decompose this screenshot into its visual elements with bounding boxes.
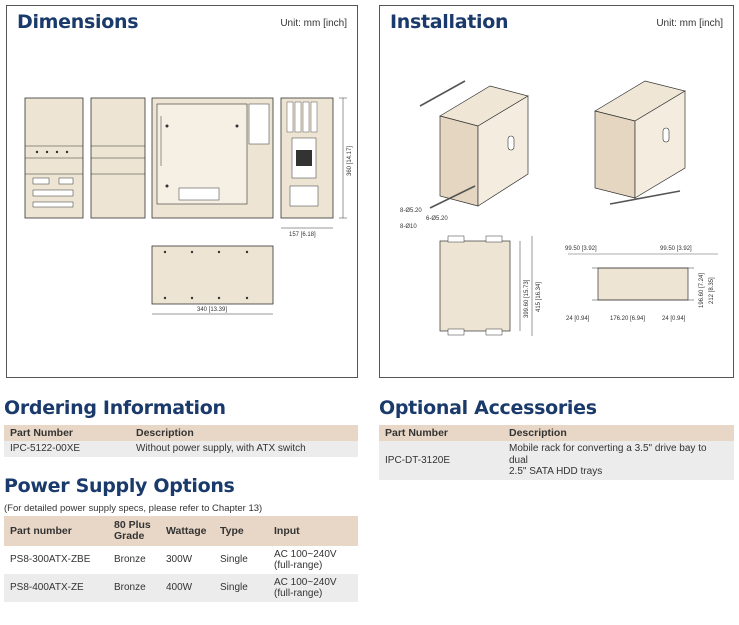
accessories-header-desc: Description (509, 427, 567, 439)
dimensions-title: Dimensions (17, 11, 139, 33)
accessories-desc: Mobile rack for converting a 3.5" drive … (503, 441, 734, 480)
right-top-label: 99.50 [3.92] (660, 246, 692, 252)
bottom-right-label: 24 [0.94] (662, 316, 686, 322)
side-inner-label: 196.60 [7.24] (699, 273, 705, 308)
accessories-header-part: Part Number (385, 427, 449, 439)
rear-view-drawing: 360 [14.17] 157 [6.18] (280, 97, 353, 238)
accessories-header-row: Part Number Description (379, 425, 734, 441)
dimensions-drawing: 360 [14.17] 157 [6.18] 340 [13.39] (24, 97, 353, 315)
ordering-title: Ordering Information (4, 397, 226, 419)
power-type: Single (220, 582, 248, 594)
ordering-table: Part Number Description IPC-5122-00XE Wi… (4, 425, 358, 457)
ordering-header-part: Part Number (10, 427, 74, 439)
dimensions-panel: Dimensions Unit: mm [inch] (6, 5, 358, 378)
power-header-grade-line1: 80 Plus (114, 518, 151, 531)
power-input-line2: (full-range) (274, 560, 323, 571)
front-view-drawing (24, 97, 84, 219)
installation-title: Installation (390, 11, 509, 33)
power-part: PS8-300ATX-ZBE (10, 554, 91, 566)
bottom-left-label: 24 [0.94] (566, 316, 590, 322)
bottom-view-drawing: 340 [13.39] (151, 245, 274, 315)
power-title: Power Supply Options (4, 475, 235, 497)
ordering-header-row: Part Number Description (4, 425, 358, 441)
hole-label-b: 6-Ø5.20 (426, 216, 448, 222)
power-header-grade: 80 Plus Grade (108, 516, 160, 546)
power-part: PS8-400ATX-ZE (10, 582, 84, 594)
bottom-mid-label: 176.20 [6.94] (610, 316, 645, 322)
hole-label-c: 8-Ø10 (400, 224, 417, 230)
power-grade: Bronze (114, 554, 146, 566)
depth-dimension-label: 157 [6.18] (289, 232, 316, 238)
power-header-wattage: Wattage (166, 525, 207, 537)
inner-height-label: 399.60 [15.73] (524, 279, 530, 318)
ordering-row: IPC-5122-00XE Without power supply, with… (4, 441, 358, 457)
hole-label-a: 8-Ø5.20 (400, 208, 422, 214)
ordering-desc: Without power supply, with ATX switch (136, 443, 306, 454)
power-header-grade-line2: Grade (114, 530, 145, 542)
internal-view-drawing (151, 97, 274, 219)
power-input-line1: AC 100~240V (274, 576, 337, 588)
accessories-title: Optional Accessories (379, 397, 597, 419)
accessories-table: Part Number Description IPC-DT-3120E Mob… (379, 425, 734, 480)
rail-drawing: 99.50 [3.92] 99.50 [3.92] 196.60 [7.24] … (565, 246, 718, 322)
power-header-input: Input (274, 525, 300, 537)
power-table: Part number 80 Plus Grade Wattage Type I… (4, 516, 358, 602)
mounting-plate-drawing: 399.60 [15.73] 415 [16.34] 8-Ø5.20 6-Ø5.… (400, 208, 542, 336)
power-input: AC 100~240V (full-range) (268, 574, 358, 602)
accessories-row: IPC-DT-3120E Mobile rack for converting … (379, 441, 734, 480)
installation-drawing: 399.60 [15.73] 415 [16.34] 8-Ø5.20 6-Ø5.… (400, 80, 718, 336)
power-input: AC 100~240V (full-range) (268, 546, 358, 574)
side-outer-label: 212 [8.35] (709, 277, 715, 304)
power-note: (For detailed power supply specs, please… (4, 503, 263, 514)
accessories-desc-line1: Mobile rack for converting a 3.5" drive … (509, 443, 707, 466)
accessories-desc-line2: 2.5" SATA HDD trays (509, 466, 603, 477)
left-top-label: 99.50 [3.92] (565, 246, 597, 252)
side-view-drawing (90, 97, 146, 219)
power-header-type: Type (220, 525, 244, 537)
power-type: Single (220, 554, 248, 566)
power-header-part: Part number (10, 525, 72, 537)
installation-panel: Installation Unit: mm [inch] (379, 5, 734, 378)
power-row: PS8-400ATX-ZE Bronze 400W Single AC 100~… (4, 574, 358, 602)
power-grade: Bronze (114, 582, 146, 594)
power-header-row: Part number 80 Plus Grade Wattage Type I… (4, 516, 358, 546)
isometric-right-drawing (594, 80, 686, 205)
isometric-left-drawing (419, 80, 529, 209)
power-row: PS8-300ATX-ZBE Bronze 300W Single AC 100… (4, 546, 358, 574)
height-dimension-label: 360 [14.17] (347, 146, 353, 176)
ordering-part: IPC-5122-00XE (10, 443, 81, 454)
dimensions-unit: Unit: mm [inch] (280, 18, 347, 29)
accessories-part: IPC-DT-3120E (385, 454, 451, 466)
power-wattage: 400W (166, 582, 193, 594)
width-dimension-label: 340 [13.39] (197, 307, 227, 313)
ordering-header-desc: Description (136, 427, 194, 439)
power-input-line1: AC 100~240V (274, 548, 337, 560)
power-input-line2: (full-range) (274, 588, 323, 599)
installation-unit: Unit: mm [inch] (656, 18, 723, 29)
power-wattage: 300W (166, 554, 193, 566)
outer-height-label: 415 [16.34] (536, 282, 542, 312)
